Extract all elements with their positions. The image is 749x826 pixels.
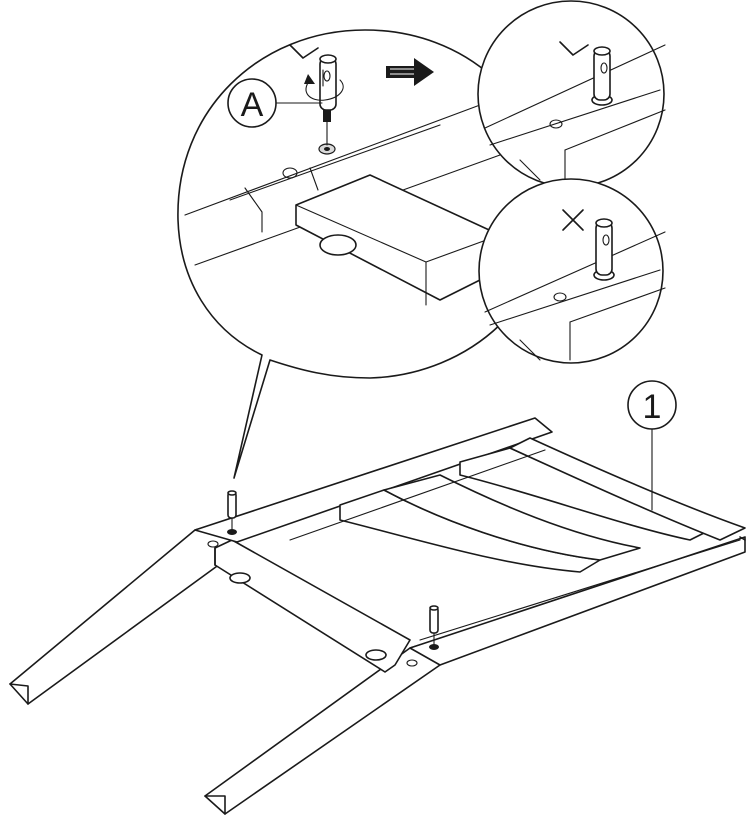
dowel-pin-a: [319, 54, 337, 111]
zoom-bubble-main: A: [177, 29, 551, 479]
zoom-bubble-wrong: [478, 178, 666, 364]
left-rail: [9, 519, 236, 705]
wrong-mark: [562, 209, 584, 231]
back-rail: [194, 417, 553, 543]
dowel-pin-wrong: [593, 218, 615, 281]
slat-4: [509, 437, 746, 541]
part-a-label: A: [241, 86, 264, 124]
rotate-clockwise-icon: [305, 79, 344, 101]
chair-seat-frame: [9, 417, 746, 815]
dowel-pin-correct: [591, 46, 613, 106]
part-1-callout: 1: [627, 380, 677, 511]
zoom-bubble-correct: [477, 0, 666, 188]
front-left-leg: [204, 639, 441, 815]
right-rail: [409, 536, 746, 666]
correct-mark: [559, 41, 589, 56]
right-arrow-icon: [386, 58, 434, 86]
dowel-pin-right: [429, 605, 439, 650]
part-1-label: 1: [643, 388, 662, 426]
dowel-pin-left: [227, 490, 237, 535]
slat-2: [383, 474, 641, 561]
